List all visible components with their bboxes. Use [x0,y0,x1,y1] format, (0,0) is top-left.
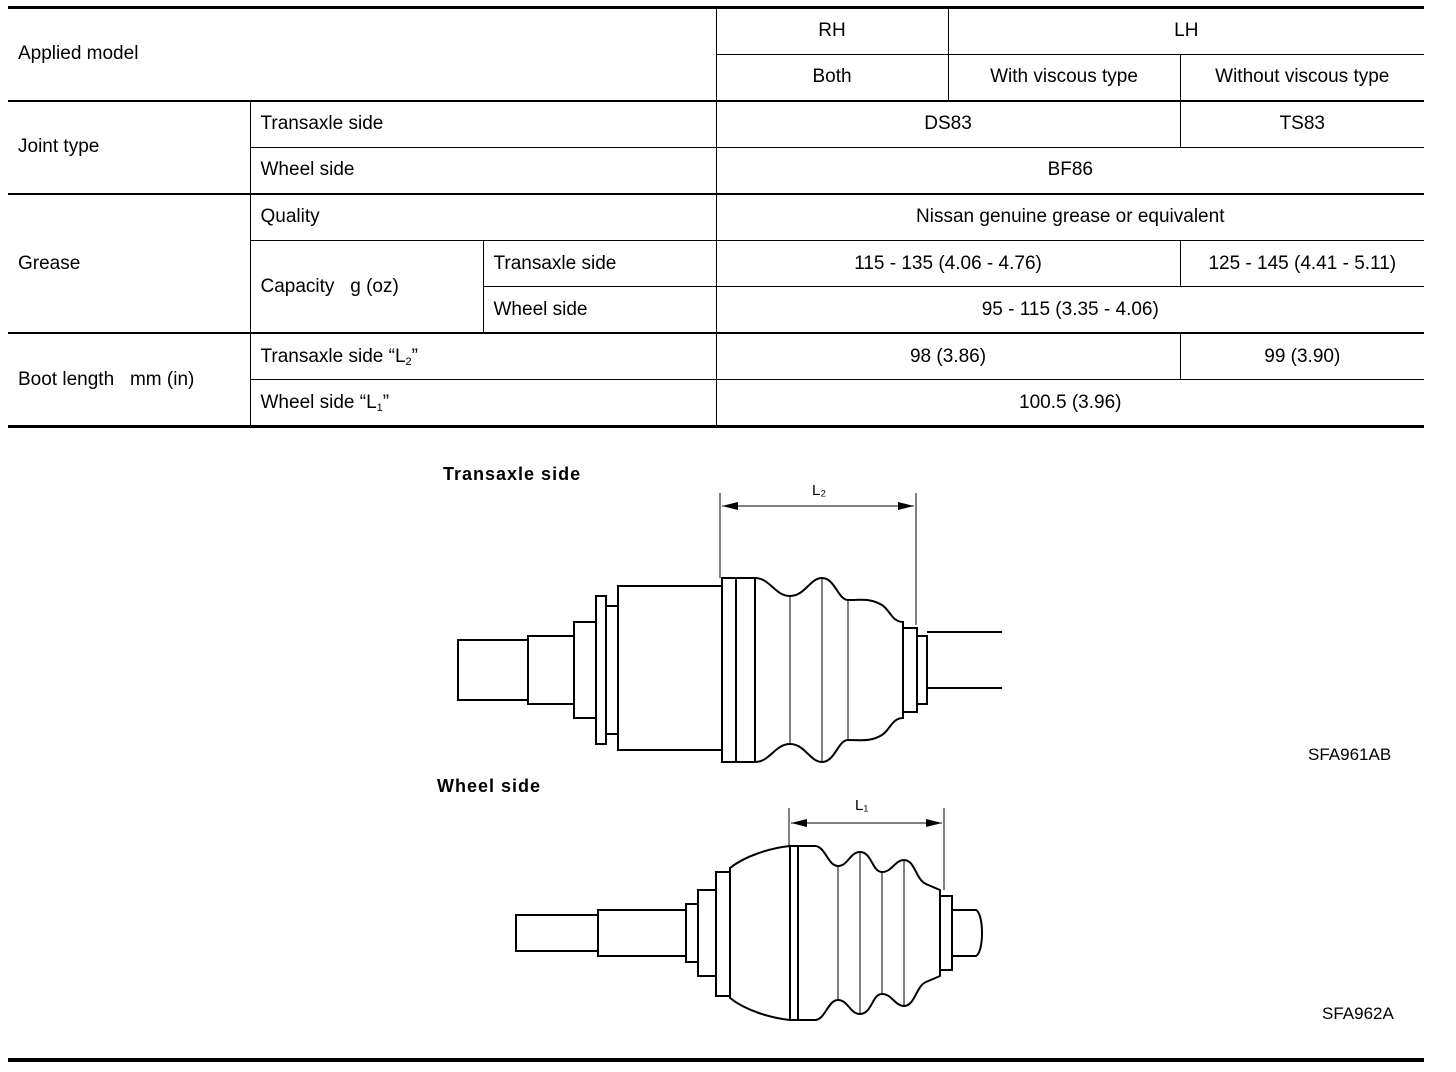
quality-label: Quality [249,192,717,241]
capacity-transaxle-value-without-viscous: 125 - 145 (4.41 - 5.11) [1179,239,1425,288]
both-header: Both [715,53,949,102]
wheel-dimension-label: L₁ [855,797,868,814]
bottom-rule [8,1058,1424,1062]
wheel-figure-code: SFA962A [1322,1004,1394,1023]
joint-transaxle-side-label: Transaxle side [249,99,717,148]
capacity-wheel-value: 95 - 115 (3.35 - 4.06) [715,286,1425,334]
capacity-wheel-side-label: Wheel side [482,286,717,334]
joint-transaxle-value: DS83 [715,99,1181,148]
joint-transaxle-value-without-viscous: TS83 [1179,99,1425,148]
transaxle-figure-code: SFA961AB [1308,745,1392,764]
joint-type-label: Joint type [8,99,251,195]
specification-table: Applied model RH LH Both With viscous ty… [8,6,1425,428]
wheel-figure-title: Wheel side [437,776,542,796]
transaxle-dimension-label: L₂ [812,482,826,499]
quality-value: Nissan genuine grease or equivalent [715,192,1425,241]
joint-wheel-value: BF86 [715,146,1425,195]
capacity-transaxle-value: 115 - 135 (4.06 - 4.76) [715,239,1181,288]
applied-model-label: Applied model [8,6,717,102]
boot-transaxle-side-label: Transaxle side “L2” [249,332,717,381]
rh-header: RH [715,7,949,55]
grease-label: Grease [8,192,251,334]
transaxle-figure-title: Transaxle side [443,464,582,484]
without-viscous-header: Without viscous type [1179,53,1425,102]
with-viscous-header: With viscous type [947,53,1181,102]
boot-wheel-value: 100.5 (3.96) [715,379,1425,427]
boot-wheel-side-label: Wheel side “L1” [249,379,717,427]
boot-transaxle-value: 98 (3.86) [715,332,1181,381]
capacity-label: Capacity g (oz) [249,239,484,334]
boot-length-label: Boot length mm (in) [8,332,251,428]
